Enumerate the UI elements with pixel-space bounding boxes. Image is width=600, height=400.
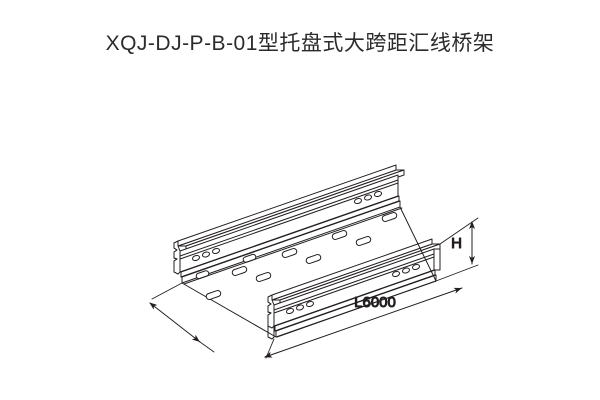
dimension-width	[149, 282, 215, 353]
dimension-height-label: H	[451, 235, 462, 252]
dimension-height	[435, 217, 479, 282]
page-title: XQJ-DJ-P-B-01型托盘式大跨距汇线桥架	[105, 32, 495, 55]
tray-base-slot-row	[205, 236, 372, 300]
far-rail	[173, 164, 405, 284]
near-rail-right-hole-cluster	[392, 263, 420, 278]
far-rail-left-hole-cluster	[192, 247, 220, 262]
dimension-length-label: L6000	[354, 294, 396, 311]
dimension-length	[264, 287, 463, 359]
far-rail-right-hole-cluster	[354, 190, 382, 205]
far-rail-inner-slot-row	[231, 212, 398, 276]
